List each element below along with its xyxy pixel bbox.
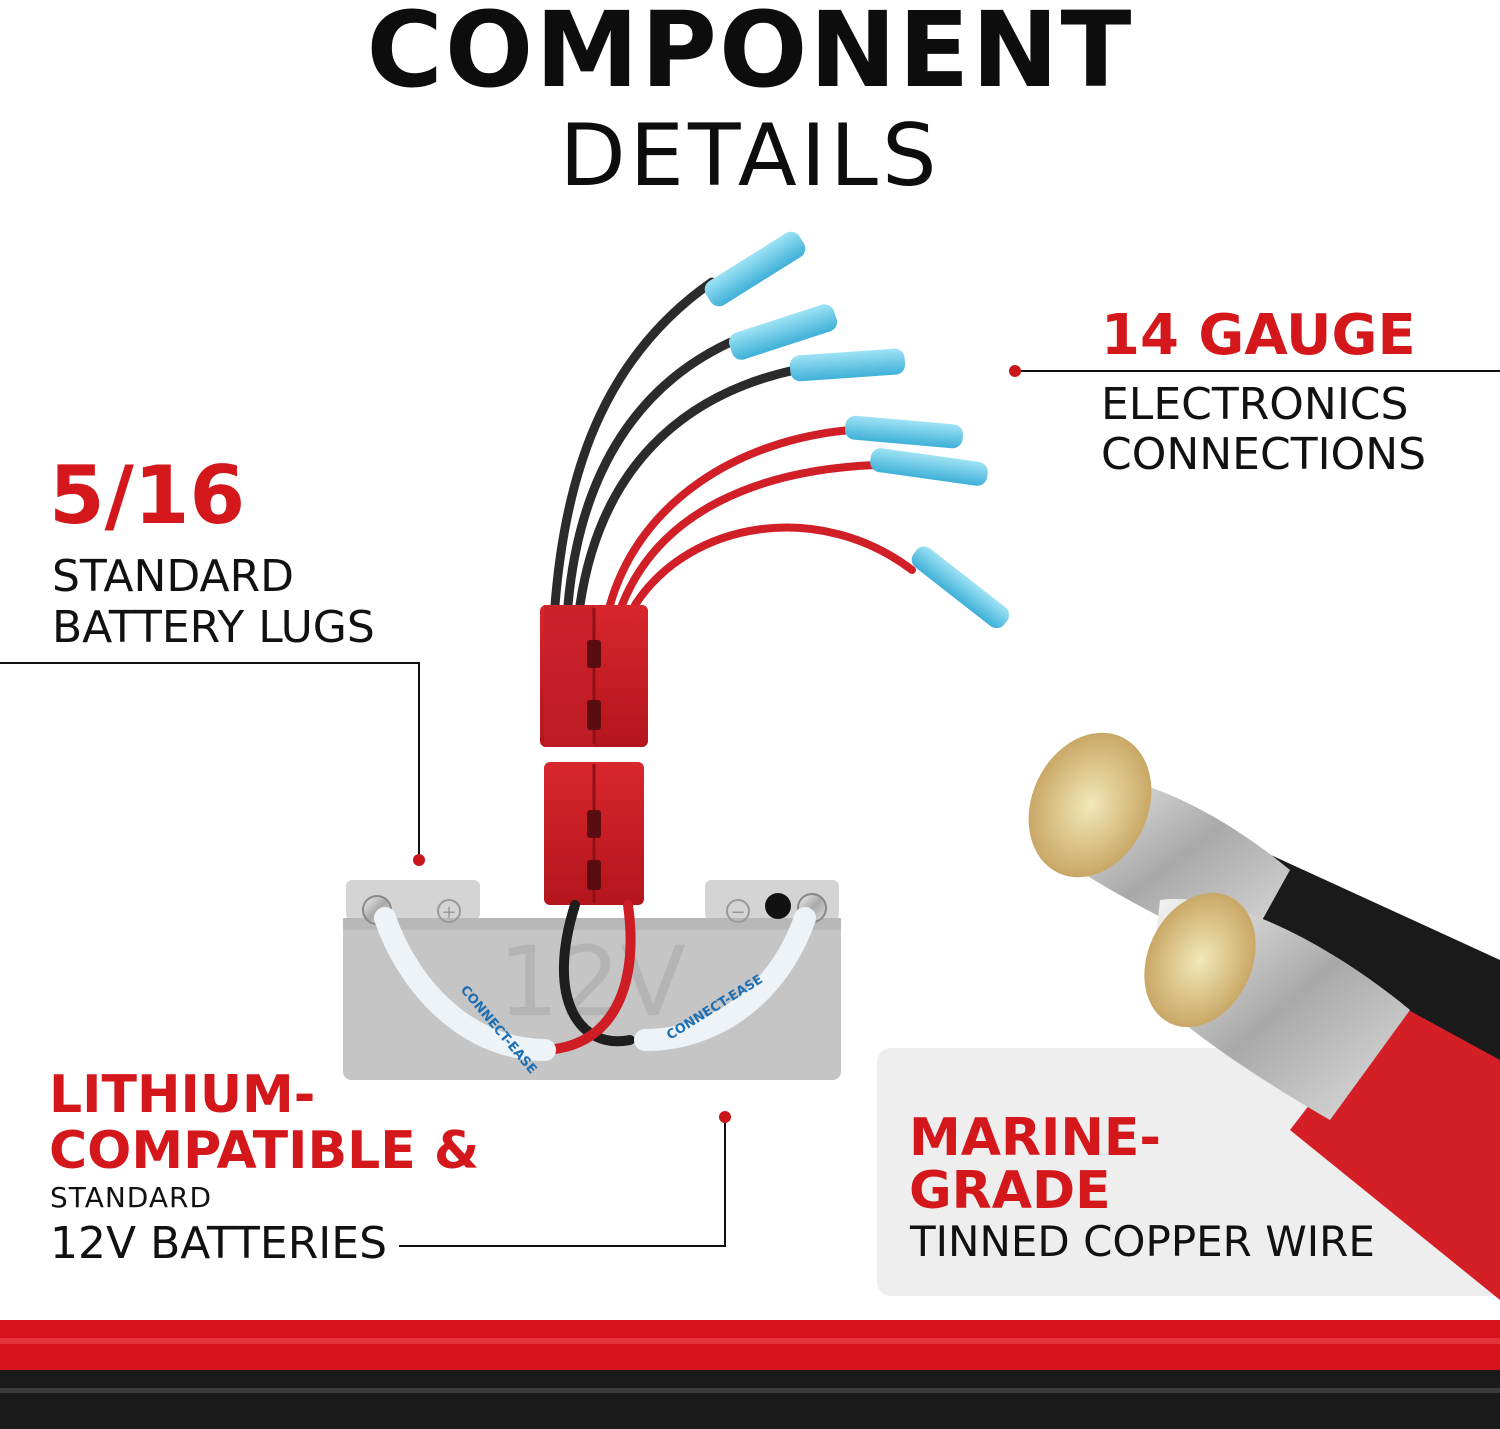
cable-cross-section <box>1028 732 1500 1300</box>
plus-symbol: + <box>441 902 456 923</box>
page-subtitle: DETAILS <box>559 106 941 206</box>
battery-small: STANDARD <box>50 1181 213 1214</box>
butt-terminals <box>704 231 1010 629</box>
battery-leads <box>374 900 816 1061</box>
lugs-line2: BATTERY LUGS <box>52 602 375 653</box>
battery-highlight-1: LITHIUM- <box>49 1065 316 1125</box>
wire-highlight-2: GRADE <box>909 1161 1111 1221</box>
wire-highlight-1: MARINE- <box>909 1108 1162 1168</box>
page-title: COMPONENT <box>366 0 1134 111</box>
lugs-line1: STANDARD <box>52 551 295 602</box>
anderson-connector-top <box>540 605 648 747</box>
callout-gauge-line <box>1009 365 1500 377</box>
bottom-cable-stripes <box>0 1320 1500 1429</box>
battery-label: 12V <box>498 926 686 1038</box>
battery-highlight-2: COMPATIBLE & <box>49 1121 480 1181</box>
callout-lugs-line <box>0 662 425 866</box>
wire-harness <box>550 277 916 610</box>
battery-line1: 12V BATTERIES <box>50 1218 388 1269</box>
minus-symbol: − <box>730 902 745 923</box>
gauge-line2: CONNECTIONS <box>1101 429 1427 480</box>
callout-battery-line <box>399 1111 731 1247</box>
gauge-highlight: 14 GAUGE <box>1101 303 1416 368</box>
lugs-highlight: 5/16 <box>49 449 246 542</box>
gauge-line1: ELECTRONICS <box>1101 379 1409 430</box>
wire-line1: TINNED COPPER WIRE <box>910 1217 1375 1266</box>
anderson-connector-bottom <box>544 762 644 905</box>
